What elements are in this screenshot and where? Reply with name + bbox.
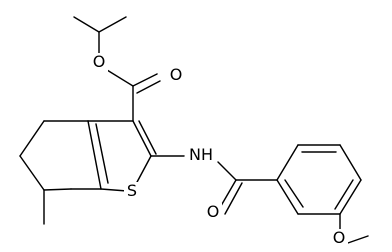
ester-o-bg (91, 53, 108, 72)
bond-isopropyl-top-left (73, 16, 100, 33)
bond-aryl-upper-right (339, 144, 362, 181)
bond-junction-to-upper-junction (87, 120, 102, 190)
bond-aryl-lower-left (276, 179, 299, 215)
methoxy-oxygen-label: O (333, 228, 346, 247)
bond-junction-to-upper-junction-double (95, 123, 109, 184)
amide-oxygen-label: O (207, 202, 220, 221)
thiophene-s-bg (124, 182, 141, 201)
bond-ring-right-to-s (135, 155, 152, 185)
amide-o-bg (205, 203, 222, 222)
bond-methoxy-o-to-methyl (344, 235, 369, 245)
thiophene-sulfur-label: S (127, 181, 137, 200)
carbonyl-o-bg (168, 66, 185, 85)
bond-carbonyl-c-to-o-b (136, 80, 161, 94)
bond-aryl-lower-left-double (284, 179, 304, 208)
bond-cyclo-bottom-left (43, 188, 72, 191)
ester-oxygen-label: O (93, 52, 106, 71)
bond-ester-o-to-carbonyl-c (106, 69, 134, 87)
ester-carbonyl-oxygen-label: O (170, 65, 183, 84)
bond-aryl-upper-left (276, 144, 299, 181)
bond-amide-c-to-o-b (224, 182, 243, 215)
bond-nh-to-amide-c (217, 161, 237, 181)
bond-cyclo-left-upper (19, 120, 45, 157)
bond-ring-right-upper (132, 120, 152, 157)
bond-ring-right-upper-double (138, 120, 157, 155)
bond-isopropyl-top-right (98, 16, 127, 33)
bond-carbonyl-c-to-o-a (132, 73, 158, 87)
amide-nh-bg (185, 146, 217, 165)
bond-aryl-lower-right-double (334, 179, 354, 210)
methoxy-o-bg (331, 229, 348, 248)
amide-nh-label: NH (189, 145, 213, 164)
bond-aryl-lower-right (339, 179, 362, 215)
bond-s-to-junction (100, 188, 128, 192)
bond-cyclo-left-lower (19, 155, 45, 191)
